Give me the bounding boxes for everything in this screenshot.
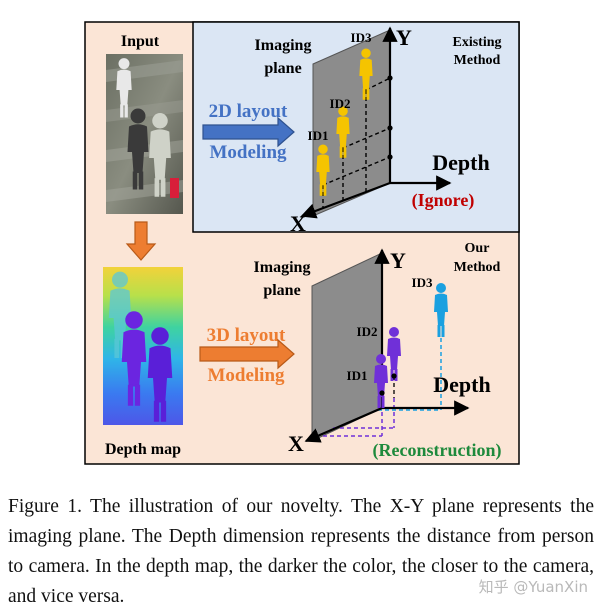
bottom-right-arrow-icon	[199, 338, 295, 370]
bottom-x-axis	[304, 406, 383, 443]
watermark: 知乎 @YuanXin	[478, 578, 588, 596]
top-id3-label: ID3	[351, 30, 372, 45]
top-x-axis	[300, 181, 391, 219]
figure-caption: Figure 1. The illustration of our novelt…	[8, 496, 594, 607]
top-right-arrow-icon	[202, 116, 295, 148]
novelty-illustration-figure: Input Depth map Imaging plane Existing M…	[84, 21, 520, 465]
down-arrow-icon	[125, 221, 157, 261]
bottom-imaging-plane-label-2: plane	[263, 282, 300, 299]
top-layout-label-1: 2D layout	[209, 101, 288, 122]
bottom-method-label-2: Method	[454, 260, 501, 275]
top-layout-label-2: Modeling	[209, 142, 287, 163]
depth-map-label: Depth map	[105, 441, 181, 458]
bottom-guide-dots	[379, 373, 397, 396]
input-label: Input	[121, 33, 160, 50]
bottom-axis-depth-label: Depth	[433, 372, 490, 397]
input-photo	[106, 54, 183, 214]
bottom-reconstruction-note: (Reconstruction)	[373, 440, 502, 461]
top-axis-y-label: Y	[396, 25, 412, 50]
top-axis-depth-label: Depth	[432, 150, 489, 175]
bottom-axis-x-label: X	[288, 431, 304, 456]
bottom-id2-label: ID2	[357, 324, 378, 339]
bottom-layout-label-2: Modeling	[207, 365, 285, 386]
bottom-axis-y-label: Y	[390, 248, 406, 273]
top-ignore-note: (Ignore)	[412, 190, 475, 211]
bottom-id1-label: ID1	[347, 368, 368, 383]
bottom-imaging-plane-label-1: Imaging	[254, 259, 311, 276]
top-imaging-plane-label-1: Imaging	[255, 37, 312, 54]
top-axis-x-label: X	[290, 211, 306, 236]
top-method-label-2: Method	[454, 53, 501, 68]
bottom-purple-guides	[323, 398, 395, 437]
top-dashed-guides	[322, 77, 391, 208]
depth-map-image	[103, 267, 183, 425]
bottom-layout-label-1: 3D layout	[207, 325, 286, 346]
bottom-cyan-guides	[378, 338, 442, 411]
bottom-method-label-1: Our	[465, 241, 490, 256]
top-imaging-plane-label-2: plane	[264, 60, 301, 77]
top-id1-label: ID1	[308, 128, 329, 143]
bottom-id3-label: ID3	[412, 275, 433, 290]
top-id2-label: ID2	[330, 96, 351, 111]
top-method-label-1: Existing	[452, 35, 501, 50]
